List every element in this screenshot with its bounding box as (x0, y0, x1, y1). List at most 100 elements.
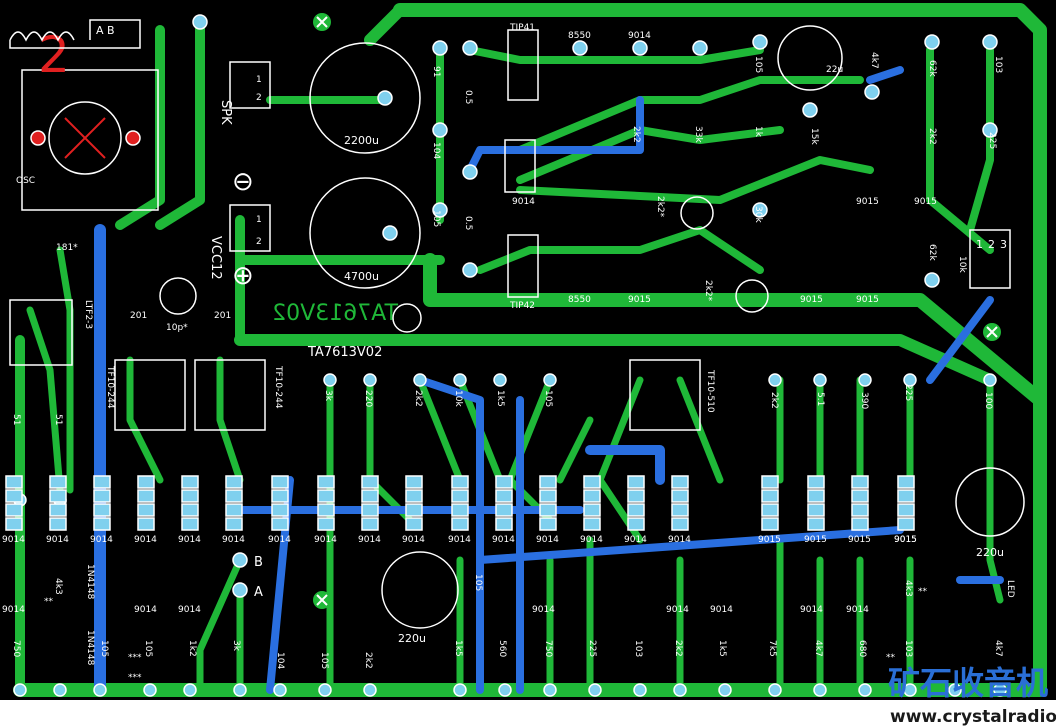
transistor-row-0: 9014 (2, 535, 25, 545)
cap-2200-label: 2200u (344, 134, 379, 147)
tip42-label: TIP42 (509, 301, 535, 311)
star-3: ** (886, 653, 896, 663)
transistor-pad-14-0 (627, 475, 645, 489)
lower-transistor-1: 9014 (134, 605, 157, 615)
star-2: *** (128, 673, 142, 683)
transistor-pad-6-3 (271, 517, 289, 531)
lower-transistor-2: 9014 (178, 605, 201, 615)
transistor-pad-7-0 (317, 475, 335, 489)
star-0: ** (44, 597, 54, 607)
transistor-row-9: 9014 (402, 535, 425, 545)
lower-value-15: 104 (275, 652, 285, 669)
vcc-minus-icon: ⊖ (232, 167, 254, 197)
transistor-pad-5-1 (225, 489, 243, 503)
top-resistor-12: 62k (927, 60, 937, 77)
transistor-pad-15-3 (671, 517, 689, 531)
transistor-pad-8-0 (361, 475, 379, 489)
mounting-holes (313, 13, 1001, 609)
lower-value-12: 680 (857, 640, 867, 657)
pot-pin-3: 3 (1000, 238, 1007, 251)
lower-transistor-4: 9014 (666, 605, 689, 615)
transistor-pad-6-1 (271, 489, 289, 503)
switch-coil-icon (9, 19, 141, 49)
star-1: *** (128, 653, 142, 663)
r181-label: 181* (56, 243, 78, 253)
lower-value-16: 105 (319, 652, 329, 669)
top-resistor-1: 104 (431, 142, 441, 159)
vcc-plus-icon: ⊕ (232, 261, 254, 291)
ltf-label: LTF2-3 (83, 300, 93, 329)
transistor-pad-19-0 (897, 475, 915, 489)
lower-value-18: 1k2 (187, 640, 197, 657)
transistor-pad-8-3 (361, 517, 379, 531)
lower-value-2: 105 (473, 574, 483, 591)
transistor-pad-15-1 (671, 489, 689, 503)
q8550b-label: 8550 (568, 295, 591, 305)
transistor-pad-3-0 (137, 475, 155, 489)
transistor-pad-0-2 (5, 503, 23, 517)
transistor-row-10: 9014 (448, 535, 471, 545)
board-title-mirrored: TA7613V02 (272, 301, 399, 326)
transistor-pad-9-0 (405, 475, 423, 489)
transistor-pad-16-3 (761, 517, 779, 531)
transistor-row-16: 9015 (758, 535, 781, 545)
silkscreen-outlines (9, 25, 1025, 629)
lower-transistor-0: 9014 (2, 605, 25, 615)
transistor-pad-0-0 (5, 475, 23, 489)
transistor-row-17: 9015 (804, 535, 827, 545)
r201b-label: 201 (214, 311, 231, 321)
star-labels: ************ (44, 587, 928, 683)
q9015b-label: 9015 (856, 197, 879, 207)
transistor-pad-14-1 (627, 489, 645, 503)
transistor-pad-0-3 (5, 517, 23, 531)
transistor-pad-15-0 (671, 475, 689, 489)
lower-value-11: 4k7 (813, 640, 823, 657)
component-pads (5, 14, 1007, 697)
lower-value-14: 4k7 (993, 640, 1003, 657)
q9015a-label: 9015 (628, 295, 651, 305)
transistor-pad-14-2 (627, 503, 645, 517)
transistor-pad-13-0 (583, 475, 601, 489)
transistor-pad-8-2 (361, 503, 379, 517)
cap-220a-label: 220u (398, 632, 426, 645)
transistor-row-7: 9014 (314, 535, 337, 545)
board-background (0, 0, 1056, 700)
transistor-pad-2-3 (93, 517, 111, 531)
switch-label: A B (96, 24, 115, 37)
transistor-pad-5-2 (225, 503, 243, 517)
transistor-pad-13-2 (583, 503, 601, 517)
transistor-pad-4-1 (181, 489, 199, 503)
mid-value-4: 1k5 (495, 390, 505, 407)
top-resistor-13: 2k2 (927, 128, 937, 145)
transistor-pad-6-0 (271, 475, 289, 489)
transistor-row-15: 9014 (668, 535, 691, 545)
transistor-row-6: 9014 (268, 535, 291, 545)
star-4: ** (918, 587, 928, 597)
point-a-label: A (254, 585, 263, 600)
transistor-pad-12-2 (539, 503, 557, 517)
transistor-row-5: 9014 (222, 535, 245, 545)
tf10c-label: TF10-510 (705, 369, 715, 413)
transistor-pad-7-2 (317, 503, 335, 517)
top-resistor-4: 105 (431, 210, 441, 227)
top-resistor-18: 105 (753, 56, 763, 73)
mid-value-6: 2k2 (769, 392, 779, 409)
mid-value-1: 220 (363, 390, 373, 407)
top-copper-traces (13, 3, 1047, 697)
transistor-pad-12-1 (539, 489, 557, 503)
transistor-pad-7-1 (317, 489, 335, 503)
transistor-pad-9-1 (405, 489, 423, 503)
mid-value-9: 225 (903, 384, 913, 401)
transistor-row-2: 9014 (90, 535, 113, 545)
transistor-pad-3-1 (137, 489, 155, 503)
transistor-pad-11-3 (495, 517, 513, 531)
vcc-pin-1: 1 (256, 215, 262, 225)
lower-value-5: 750 (543, 640, 553, 657)
cap-220b-label: 220u (976, 546, 1004, 559)
q9014b-label: 9014 (512, 197, 535, 207)
